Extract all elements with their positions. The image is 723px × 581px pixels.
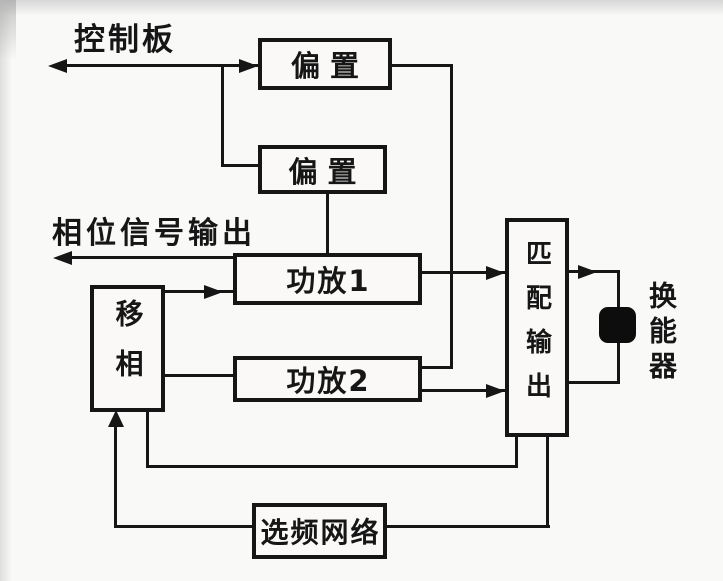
wire-network-to-phase	[114, 525, 254, 528]
freq-select-network-label: 选频网络	[260, 516, 381, 549]
phase-shifter-block: 移相	[90, 285, 165, 412]
arrow-left-phase-signal-icon	[53, 251, 72, 265]
wire-match-bottom-left-drop	[515, 435, 518, 468]
arrow-left-control-board-icon	[48, 59, 67, 73]
wire-match-to-network-vertical	[546, 435, 549, 528]
wire-amp2-to-match	[420, 389, 507, 392]
arrow-into-bias-top-icon	[239, 59, 258, 73]
arrow-phase-to-amp1-icon	[204, 285, 223, 299]
arrow-up-into-phase-shifter-icon	[108, 410, 124, 427]
matching-output-label: 匹配输出	[521, 239, 552, 416]
wire-bias-top-vertical	[450, 64, 453, 369]
arrow-into-match-top-icon	[486, 266, 505, 280]
wire-network-to-phase-vertical	[114, 422, 117, 528]
transducer-label: 换能器	[645, 281, 678, 386]
bias-top-label: 偏置	[290, 49, 369, 83]
wire-control-board	[62, 64, 258, 67]
wire-phase-signal-out	[67, 256, 237, 259]
bias-bottom-block: 偏置	[258, 145, 387, 194]
scan-edge-smudge	[0, 0, 16, 60]
wire-phase-to-amp1	[163, 290, 237, 293]
wire-phase-to-amp2	[163, 374, 237, 377]
transducer-element-icon	[599, 307, 636, 343]
wire-branch-to-bias-bottom	[222, 164, 258, 167]
amp1-label: 功放1	[286, 264, 371, 298]
amp1-block: 功放1	[233, 253, 422, 305]
control-board-label: 控制板	[74, 22, 176, 58]
wire-amp1-to-match	[420, 271, 507, 274]
wire-bias-bottom-to-amp1	[326, 192, 329, 255]
arrow-into-match-bottom-icon	[486, 384, 505, 398]
amp2-label: 功放2	[286, 364, 371, 398]
wire-bias-top-to-amp2	[420, 366, 453, 369]
wire-phase-to-match-bottom	[146, 465, 518, 468]
wire-phase-bottom-right-drop	[146, 410, 149, 468]
phase-signal-output-label: 相位信号输出	[52, 216, 256, 251]
bias-top-block: 偏置	[258, 38, 392, 90]
amp2-block: 功放2	[233, 356, 422, 402]
bias-bottom-label: 偏置	[288, 154, 367, 189]
phase-shifter-label: 移相	[111, 298, 145, 399]
matching-output-block: 匹配输出	[505, 218, 569, 437]
freq-select-network-block: 选频网络	[252, 503, 387, 559]
wire-control-branch-vertical	[221, 64, 224, 167]
arrow-to-transducer-icon	[578, 265, 597, 279]
wire-transducer-bottom	[567, 381, 620, 384]
wire-match-to-network	[385, 525, 550, 528]
wire-bias-top-out	[390, 64, 453, 67]
